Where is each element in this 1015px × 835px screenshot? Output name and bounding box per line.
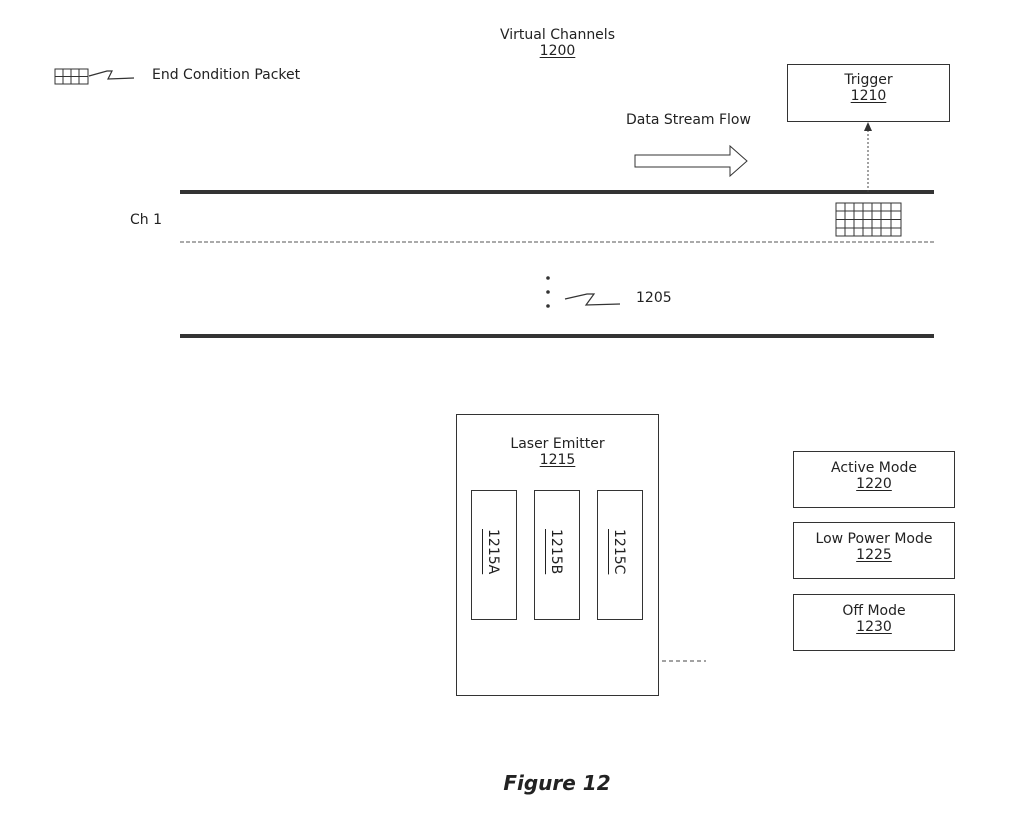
- mode-box-low-power: Low Power Mode 1225: [793, 522, 955, 579]
- figure-caption: Figure 12: [503, 771, 611, 795]
- mode-box-active: Active Mode 1220: [793, 451, 955, 508]
- mode-box-off: Off Mode 1230: [793, 594, 955, 651]
- emitter-element-c-ref: 1215C: [611, 529, 627, 575]
- emitter-element-a: 1215A: [471, 490, 517, 620]
- diagram-title: Virtual Channels 1200: [470, 27, 645, 59]
- emitter-element-b: 1215B: [534, 490, 580, 620]
- title-ref: 1200: [539, 43, 576, 59]
- mode-label: Off Mode: [842, 603, 906, 619]
- emitter-element-c: 1215C: [597, 490, 643, 620]
- arrow-up-icon: [864, 122, 872, 131]
- laser-emitter-ref: 1215: [539, 452, 576, 468]
- mode-ref: 1220: [856, 476, 892, 492]
- trigger-ref: 1210: [850, 88, 887, 104]
- laser-emitter-label: Laser Emitter: [510, 436, 605, 452]
- emitter-element-b-ref: 1215B: [548, 529, 564, 575]
- title-label: Virtual Channels: [500, 27, 615, 43]
- trigger-box: Trigger 1210: [787, 64, 950, 122]
- trigger-label: Trigger: [844, 72, 893, 88]
- mode-label: Low Power Mode: [815, 531, 933, 547]
- emitter-element-a-ref: 1215A: [485, 529, 501, 575]
- mode-ref: 1230: [856, 619, 892, 635]
- legend-label: End Condition Packet: [152, 67, 301, 83]
- flow-label: Data Stream Flow: [626, 112, 751, 128]
- ellipsis-leader-line: [564, 293, 621, 306]
- ellipsis-icon: [546, 276, 550, 308]
- mode-ref: 1225: [856, 547, 892, 563]
- channel-label: Ch 1: [130, 212, 163, 228]
- packet-grid-icon: [54, 68, 89, 85]
- legend-leader-line: [88, 70, 135, 80]
- right-arrow-icon: [634, 144, 748, 178]
- ellipsis-ref: 1205: [636, 290, 672, 306]
- end-condition-packet: [835, 202, 902, 237]
- mode-label: Active Mode: [831, 460, 917, 476]
